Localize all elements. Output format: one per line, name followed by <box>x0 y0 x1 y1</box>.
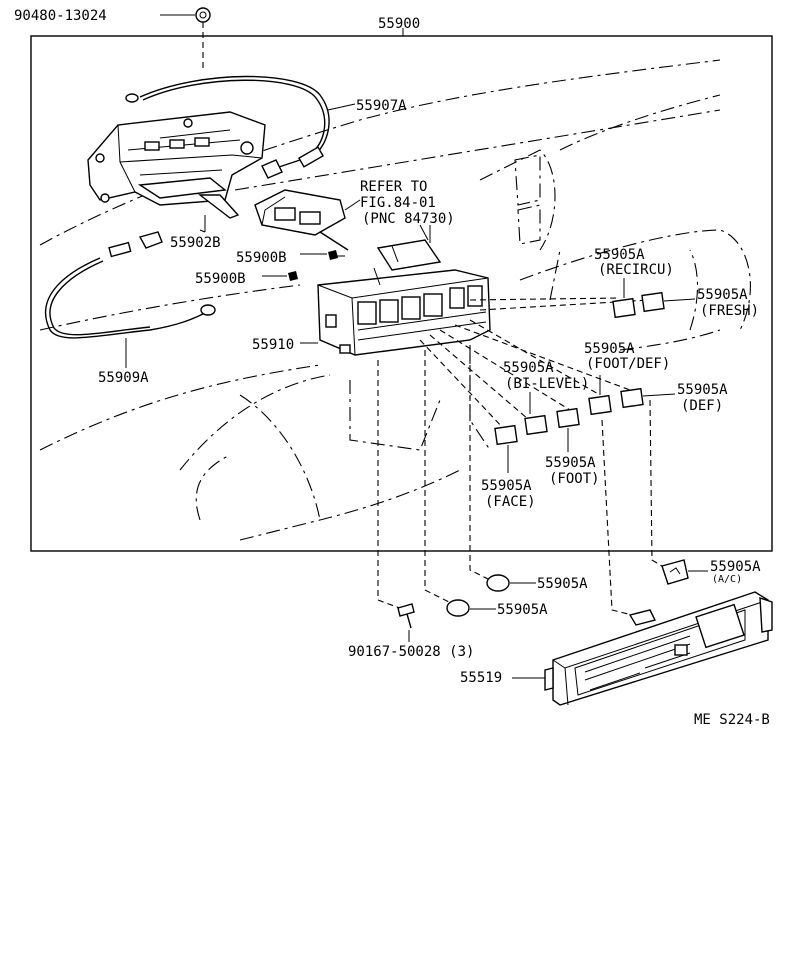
label-recircu-part: 55905A <box>594 247 645 263</box>
button-recircu <box>612 278 636 319</box>
label-55519: 55519 <box>460 670 502 686</box>
knob-2 <box>446 599 496 617</box>
label-code: ME S224-B <box>694 712 770 728</box>
button-leader-lines <box>377 297 666 616</box>
label-screw: 90167-50028 (3) <box>348 644 474 660</box>
leader-55902b <box>199 229 206 233</box>
button-ac <box>661 559 708 585</box>
label-fig: FIG.84-01 <box>360 195 436 211</box>
label-foot-def-name: (FOOT/DEF) <box>586 356 670 372</box>
leader-refer <box>419 224 429 241</box>
label-foot-def-part: 55905A <box>584 341 635 357</box>
dashboard-outline <box>39 59 751 541</box>
button-foot <box>556 407 580 452</box>
label-90480-13024: 90480-13024 <box>14 8 107 24</box>
label-recircu-name: (RECIRCU) <box>598 262 674 278</box>
label-55909a: 55909A <box>98 370 149 386</box>
label-55900b-1: 55900B <box>236 250 287 266</box>
panel-55519 <box>512 591 773 706</box>
label-fresh-part: 55905A <box>697 287 748 303</box>
control-unit-55910 <box>300 225 491 356</box>
button-fresh <box>641 291 696 313</box>
button-bi-level <box>524 392 548 436</box>
label-face-name: (FACE) <box>485 494 536 510</box>
label-bi-level-name: (BI-LEVEL) <box>505 376 589 392</box>
label-55902b: 55902B <box>170 235 221 251</box>
label-55900: 55900 <box>378 16 420 32</box>
label-def-name: (DEF) <box>681 398 723 414</box>
blower-switch <box>254 189 361 251</box>
label-def-part: 55905A <box>677 382 728 398</box>
label-55900b-2: 55900B <box>195 271 246 287</box>
label-fresh-name: (FRESH) <box>700 303 759 319</box>
label-knob-1: 55905A <box>537 576 588 592</box>
label-ac-name: (A/C) <box>712 574 742 585</box>
screw-90167 <box>397 603 415 642</box>
knob-1 <box>486 574 536 592</box>
control-bracket <box>87 111 266 232</box>
label-bi-level-part: 55905A <box>503 360 554 376</box>
label-refer-to: REFER TO <box>360 179 427 195</box>
label-ac-part: 55905A <box>710 559 761 575</box>
cable-55909a <box>44 231 216 368</box>
screw-55900b-1 <box>300 250 345 260</box>
label-foot-name: (FOOT) <box>549 471 600 487</box>
label-face-part: 55905A <box>481 478 532 494</box>
screw-55900b-2 <box>262 271 298 281</box>
label-pnc: (PNC 84730) <box>362 211 455 227</box>
label-55907a: 55907A <box>356 98 407 114</box>
button-foot-def <box>588 375 612 416</box>
button-def <box>620 387 676 409</box>
label-55910: 55910 <box>252 337 294 353</box>
clip-90480-13024 <box>160 7 211 72</box>
button-face <box>494 424 518 473</box>
label-knob-2: 55905A <box>497 602 548 618</box>
cable-55907a <box>125 75 356 179</box>
assembly-frame <box>30 35 773 552</box>
label-foot-part: 55905A <box>545 455 596 471</box>
